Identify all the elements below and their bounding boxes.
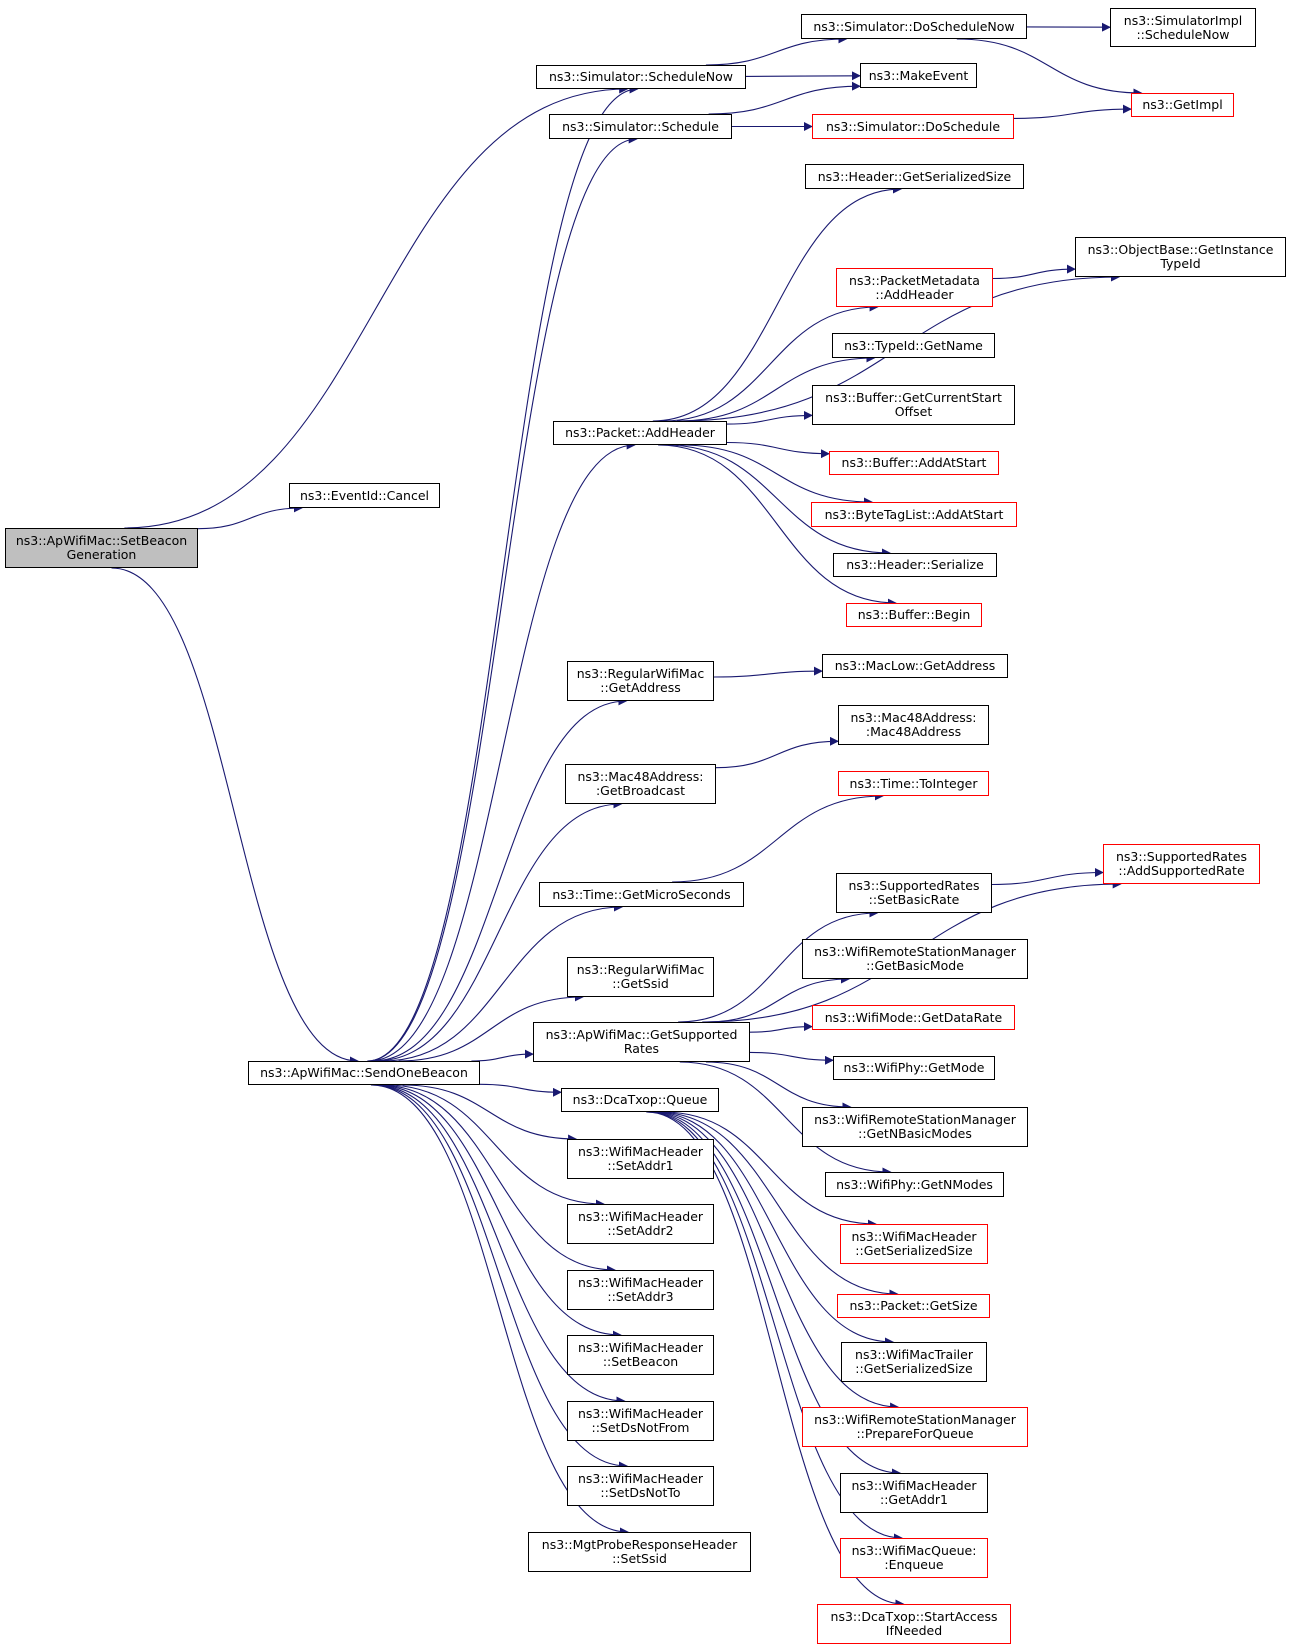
node-getinst[interactable]: ns3::ObjectBase::GetInstance TypeId — [1075, 237, 1286, 277]
node-regaddr[interactable]: ns3::RegularWifiMac ::GetAddress — [567, 661, 714, 701]
node-setbeacon: ns3::ApWifiMac::SetBeacon Generation — [5, 528, 198, 568]
node-getimpl[interactable]: ns3::GetImpl — [1131, 93, 1234, 117]
edge-setbasicrate-to-addsuprate — [991, 868, 1104, 886]
edge-schednow-to-makeevent — [745, 71, 861, 81]
node-regssid[interactable]: ns3::RegularWifiMac ::GetSsid — [567, 957, 714, 997]
edge-sendone-to-setdsnotto — [371, 1084, 628, 1471]
node-hdrsersize[interactable]: ns3::Header::GetSerializedSize — [805, 164, 1024, 189]
edge-dcaqueue-to-getaddr1 — [648, 1111, 901, 1478]
node-setaddr2[interactable]: ns3::WifiMacHeader ::SetAddr2 — [567, 1204, 714, 1244]
node-mac48bcast[interactable]: ns3::Mac48Address: :GetBroadcast — [565, 764, 716, 804]
node-prepqueue[interactable]: ns3::WifiRemoteStationManager ::PrepareF… — [802, 1407, 1028, 1447]
edge-sendone-to-setaddr2 — [385, 1084, 605, 1209]
edge-schednow-to-doschednow — [705, 34, 848, 66]
node-getmicro[interactable]: ns3::Time::GetMicroSeconds — [539, 882, 744, 907]
node-machdrsersize[interactable]: ns3::WifiMacHeader ::GetSerializedSize — [840, 1224, 988, 1264]
edge-getsuprates-to-getbasicmode — [707, 974, 850, 1023]
node-bufcuroff[interactable]: ns3::Buffer::GetCurrentStart Offset — [812, 385, 1015, 425]
node-maclowaddr[interactable]: ns3::MacLow::GetAddress — [822, 654, 1008, 678]
edge-setbeacon-to-cancel — [197, 503, 303, 530]
edge-sendone-to-regaddr — [372, 696, 628, 1062]
node-pktaddhdr[interactable]: ns3::Packet::AddHeader — [553, 421, 727, 445]
edge-sendone-to-setaddr1 — [402, 1084, 578, 1144]
edge-pktaddhdr-to-bufbegin — [658, 444, 897, 608]
edge-pktaddhdr-to-typeidname — [677, 353, 876, 422]
edge-sendone-to-setbeaconhdr — [375, 1084, 622, 1340]
edge-sendone-to-pktaddhdr — [369, 440, 636, 1062]
edge-dcaqueue-to-machdrsersize — [662, 1111, 877, 1229]
edge-setbeacon-to-schednow — [124, 84, 629, 529]
edge-getsuprates-to-phygetmode — [749, 1051, 834, 1065]
node-cancel[interactable]: ns3::EventId::Cancel — [289, 483, 440, 508]
edge-dcaqueue-to-trailersersize — [652, 1111, 894, 1347]
node-getdatarate[interactable]: ns3::WifiMode::GetDataRate — [812, 1005, 1015, 1030]
edge-pktaddhdr-to-hdrsersize — [652, 184, 902, 422]
edge-sendone-to-sched — [367, 134, 638, 1062]
node-sendone[interactable]: ns3::ApWifiMac::SendOneBeacon — [248, 1061, 480, 1085]
edge-pktaddhdr-to-pmaddhdr — [662, 302, 879, 422]
node-addsuprate[interactable]: ns3::SupportedRates ::AddSupportedRate — [1103, 844, 1260, 884]
node-toint[interactable]: ns3::Time::ToInteger — [838, 771, 989, 796]
edge-dcaqueue-to-enqueue — [647, 1111, 903, 1543]
node-mac48ctor[interactable]: ns3::Mac48Address: :Mac48Address — [838, 705, 989, 745]
node-setbeaconhdr[interactable]: ns3::WifiMacHeader ::SetBeacon — [567, 1335, 714, 1375]
edge-sched-to-makeevent — [708, 81, 861, 115]
edge-mac48bcast-to-mac48ctor — [715, 736, 839, 769]
node-phygetnmodes[interactable]: ns3::WifiPhy::GetNModes — [825, 1172, 1004, 1197]
node-getaddr1[interactable]: ns3::WifiMacHeader ::GetAddr1 — [840, 1473, 988, 1513]
node-pmaddhdr[interactable]: ns3::PacketMetadata ::AddHeader — [836, 268, 993, 307]
edge-pktaddhdr-to-bufcuroff — [726, 410, 813, 425]
edge-doschednow-to-getimpl — [956, 38, 1143, 98]
node-setbasicrate[interactable]: ns3::SupportedRates ::SetBasicRate — [836, 873, 992, 913]
edge-sendone-to-dcaqueue — [479, 1083, 562, 1097]
node-typeidname[interactable]: ns3::TypeId::GetName — [832, 333, 995, 358]
node-sched[interactable]: ns3::Simulator::Schedule — [549, 114, 732, 139]
edge-sendone-to-getmicro — [382, 902, 623, 1062]
node-setdsnotto[interactable]: ns3::WifiMacHeader ::SetDsNotTo — [567, 1466, 714, 1506]
edge-sendone-to-setaddr3 — [379, 1084, 616, 1275]
node-bufaddstart[interactable]: ns3::Buffer::AddAtStart — [829, 451, 999, 475]
node-schednow[interactable]: ns3::Simulator::ScheduleNow — [536, 65, 746, 89]
node-phygetmode[interactable]: ns3::WifiPhy::GetMode — [833, 1056, 995, 1080]
node-makeevent[interactable]: ns3::MakeEvent — [860, 63, 977, 88]
node-pktgetsize[interactable]: ns3::Packet::GetSize — [837, 1294, 990, 1318]
node-setaddr1[interactable]: ns3::WifiMacHeader ::SetAddr1 — [567, 1139, 714, 1179]
edge-getsuprates-to-getnbasic — [705, 1061, 852, 1112]
node-getsuprates[interactable]: ns3::ApWifiMac::GetSupported Rates — [533, 1022, 750, 1062]
edge-dosched-to-getimpl — [1013, 104, 1132, 119]
edge-getsuprates-to-getdatarate — [749, 1022, 813, 1033]
edge-pktaddhdr-to-btladdstart — [680, 444, 873, 507]
edge-sendone-to-probessid — [370, 1084, 629, 1537]
node-setdsnotfrom[interactable]: ns3::WifiMacHeader ::SetDsNotFrom — [567, 1401, 714, 1441]
node-getnbasic[interactable]: ns3::WifiRemoteStationManager ::GetNBasi… — [802, 1107, 1028, 1147]
edge-dcaqueue-to-prepqueue — [650, 1111, 900, 1412]
node-setaddr3[interactable]: ns3::WifiMacHeader ::SetAddr3 — [567, 1270, 714, 1310]
edge-setbeacon-to-sendone — [111, 567, 359, 1066]
edge-sendone-to-regssid — [398, 992, 584, 1062]
node-dosched[interactable]: ns3::Simulator::DoSchedule — [812, 114, 1014, 139]
edge-getsuprates-to-phygetnmodes — [679, 1061, 892, 1177]
edge-getsuprates-to-setbasicrate — [678, 908, 879, 1023]
node-btladdstart[interactable]: ns3::ByteTagList::AddAtStart — [811, 502, 1017, 527]
node-bufbegin[interactable]: ns3::Buffer::Begin — [846, 603, 982, 627]
edge-pktaddhdr-to-hdrser — [664, 444, 891, 558]
node-implschednow[interactable]: ns3::SimulatorImpl ::ScheduleNow — [1110, 8, 1256, 47]
edge-sendone-to-mac48bcast — [375, 799, 623, 1062]
node-hdrser[interactable]: ns3::Header::Serialize — [833, 553, 997, 577]
edge-pmaddhdr-to-getinst — [992, 264, 1076, 280]
node-probessid[interactable]: ns3::MgtProbeResponseHeader ::SetSsid — [528, 1532, 751, 1572]
edge-sendone-to-setdsnotfrom — [373, 1084, 626, 1406]
node-dcaqueue[interactable]: ns3::DcaTxop::Queue — [561, 1088, 719, 1112]
node-trailersersize[interactable]: ns3::WifiMacTrailer ::GetSerializedSize — [841, 1342, 987, 1382]
node-doschednow[interactable]: ns3::Simulator::DoScheduleNow — [801, 14, 1027, 39]
node-getbasicmode[interactable]: ns3::WifiRemoteStationManager ::GetBasic… — [802, 939, 1028, 979]
edge-pktaddhdr-to-bufaddstart — [726, 441, 830, 459]
edge-sendone-to-schednow — [367, 84, 639, 1062]
edge-dcaqueue-to-pktgetsize — [655, 1111, 899, 1299]
edge-sendone-to-getsuprates — [471, 1049, 534, 1062]
edge-getmicro-to-toint — [672, 791, 884, 883]
node-enqueue[interactable]: ns3::WifiMacQueue: :Enqueue — [840, 1538, 988, 1578]
node-startaccess[interactable]: ns3::DcaTxop::StartAccess IfNeeded — [817, 1604, 1011, 1644]
edge-regaddr-to-maclowaddr — [713, 666, 823, 678]
